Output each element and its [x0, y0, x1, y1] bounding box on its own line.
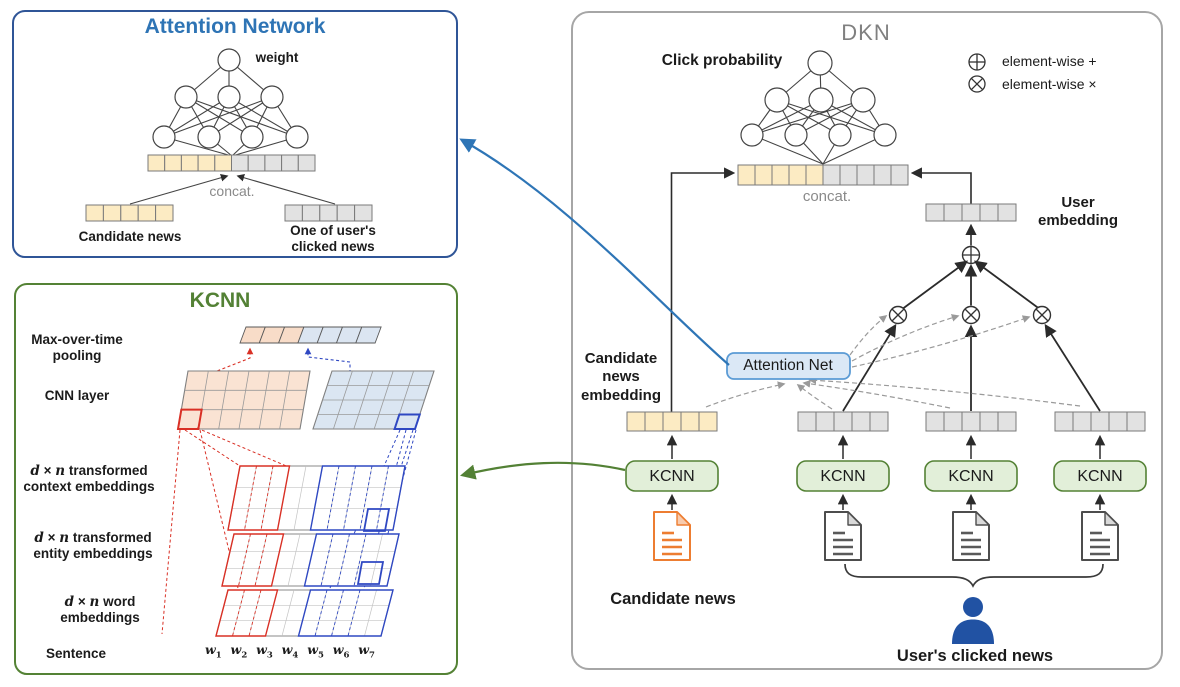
kcnn-box-label: KCNN [948, 468, 994, 485]
weighted-sum-arrows [902, 260, 1040, 310]
click-probability-label: Click probability [661, 52, 783, 69]
user-clicked-news-label: User's clicked news [896, 647, 1054, 665]
word-token: w3 [256, 642, 273, 661]
attention-net-box [726, 352, 851, 380]
embedding-to-otimes-arrows [842, 323, 1101, 412]
maxpool-label: Max-over-time pooling [31, 332, 123, 364]
kcnn-panel-graphics [161, 326, 435, 637]
attention-concat-label: concat. [209, 183, 255, 199]
dkn-concat-vector [737, 164, 909, 186]
attention-concat-arrows [129, 174, 336, 205]
user-embedding-vector [925, 203, 1017, 222]
word-token: w6 [332, 642, 350, 661]
cnn-map-orange [176, 370, 311, 430]
attention-concat-vector [147, 154, 316, 172]
clicked-news-doc-icon [824, 511, 862, 561]
user-embedding-label: User embedding [1037, 194, 1119, 230]
kcnn-box [796, 460, 890, 492]
entity-embeddings-label: d × n transformed entity embeddings [33, 530, 153, 562]
oplus-icon [968, 53, 986, 71]
dkn-net-neurons [740, 50, 897, 147]
sentence-label: Sentence [45, 646, 107, 661]
maxpool-vector [239, 326, 382, 344]
pipeline-arrows [666, 434, 1106, 510]
word-token: w2 [230, 642, 248, 661]
kcnn-box [924, 460, 1018, 492]
context-embeddings-label: d × n transformed context embeddings [23, 463, 155, 495]
candidate-embedding-label: Candidate news embedding [580, 350, 662, 404]
clicked-embedding-vector-3 [1054, 411, 1146, 432]
attention-net-neurons [152, 48, 309, 149]
sentence-words: w1 w2 w3 w4 w5 w6 w7 [205, 642, 375, 661]
otimes-nodes [888, 305, 1052, 325]
kcnn-panel-title: KCNN [189, 289, 251, 312]
candidate-embedding-vector [626, 411, 718, 432]
dkn-panel-title: DKN [841, 20, 891, 45]
attention-weight-curves [849, 314, 1031, 368]
kcnn-box-label: KCNN [649, 468, 695, 485]
attention-panel-title: Attention Network [144, 15, 326, 38]
attention-candidate-vector [85, 204, 174, 222]
otimes-node [961, 305, 981, 325]
candidate-news-label: Candidate news [610, 590, 736, 608]
kcnn-box-label: KCNN [820, 468, 866, 485]
cnn-layer-label: CNN layer [44, 388, 110, 403]
word-token: w1 [205, 642, 222, 661]
entity-embedding-grid [221, 533, 400, 587]
word-embedding-grid [215, 589, 394, 637]
kcnn-box-label: KCNN [1077, 468, 1123, 485]
clicked-embedding-vector-2 [925, 411, 1017, 432]
oplus-node [961, 223, 981, 265]
cnn-map-blue [312, 370, 435, 430]
kcnn-box [1053, 460, 1147, 492]
user-person-icon [952, 597, 994, 644]
word-token: w7 [358, 642, 375, 661]
clicked-news-doc-icon [1081, 511, 1119, 561]
attention-panel-graphics [85, 48, 373, 222]
word-token: w4 [281, 642, 299, 661]
attention-net-box-label: Attention Net [743, 357, 833, 374]
word-embeddings-label: d × n word embeddings [60, 594, 140, 626]
attention-net-reference-arrow [459, 138, 730, 366]
attention-input-curves [705, 376, 1081, 410]
concat-feed-lines [670, 167, 972, 412]
sliding-window-cells [356, 508, 391, 585]
weight-label: weight [255, 50, 299, 65]
otimes-icon [968, 75, 986, 93]
legend-times-label: element-wise × [1002, 76, 1097, 92]
legend-plus-label: element-wise + [1002, 53, 1097, 69]
otimes-node [1032, 305, 1052, 325]
word-token: w5 [307, 642, 324, 661]
kcnn-reference-arrow [460, 461, 626, 480]
context-embedding-grid [227, 465, 406, 531]
dkn-panel-graphics [625, 50, 1147, 644]
dkn-concat-label: concat. [802, 188, 852, 205]
clicked-embedding-vector-1 [797, 411, 889, 432]
clicked-news-brace [844, 563, 1104, 588]
attention-clicked-label: One of user's clicked news [290, 223, 376, 255]
attention-candidate-label: Candidate news [78, 229, 182, 244]
kcnn-box [625, 460, 719, 492]
clicked-news-doc-icon [952, 511, 990, 561]
candidate-news-doc-icon [653, 511, 691, 561]
kcnn-boxes [625, 460, 1147, 492]
legend-icons [968, 53, 986, 93]
dkn-net-edges [751, 62, 886, 165]
attention-clicked-vector [284, 204, 373, 222]
otimes-node [888, 305, 908, 325]
